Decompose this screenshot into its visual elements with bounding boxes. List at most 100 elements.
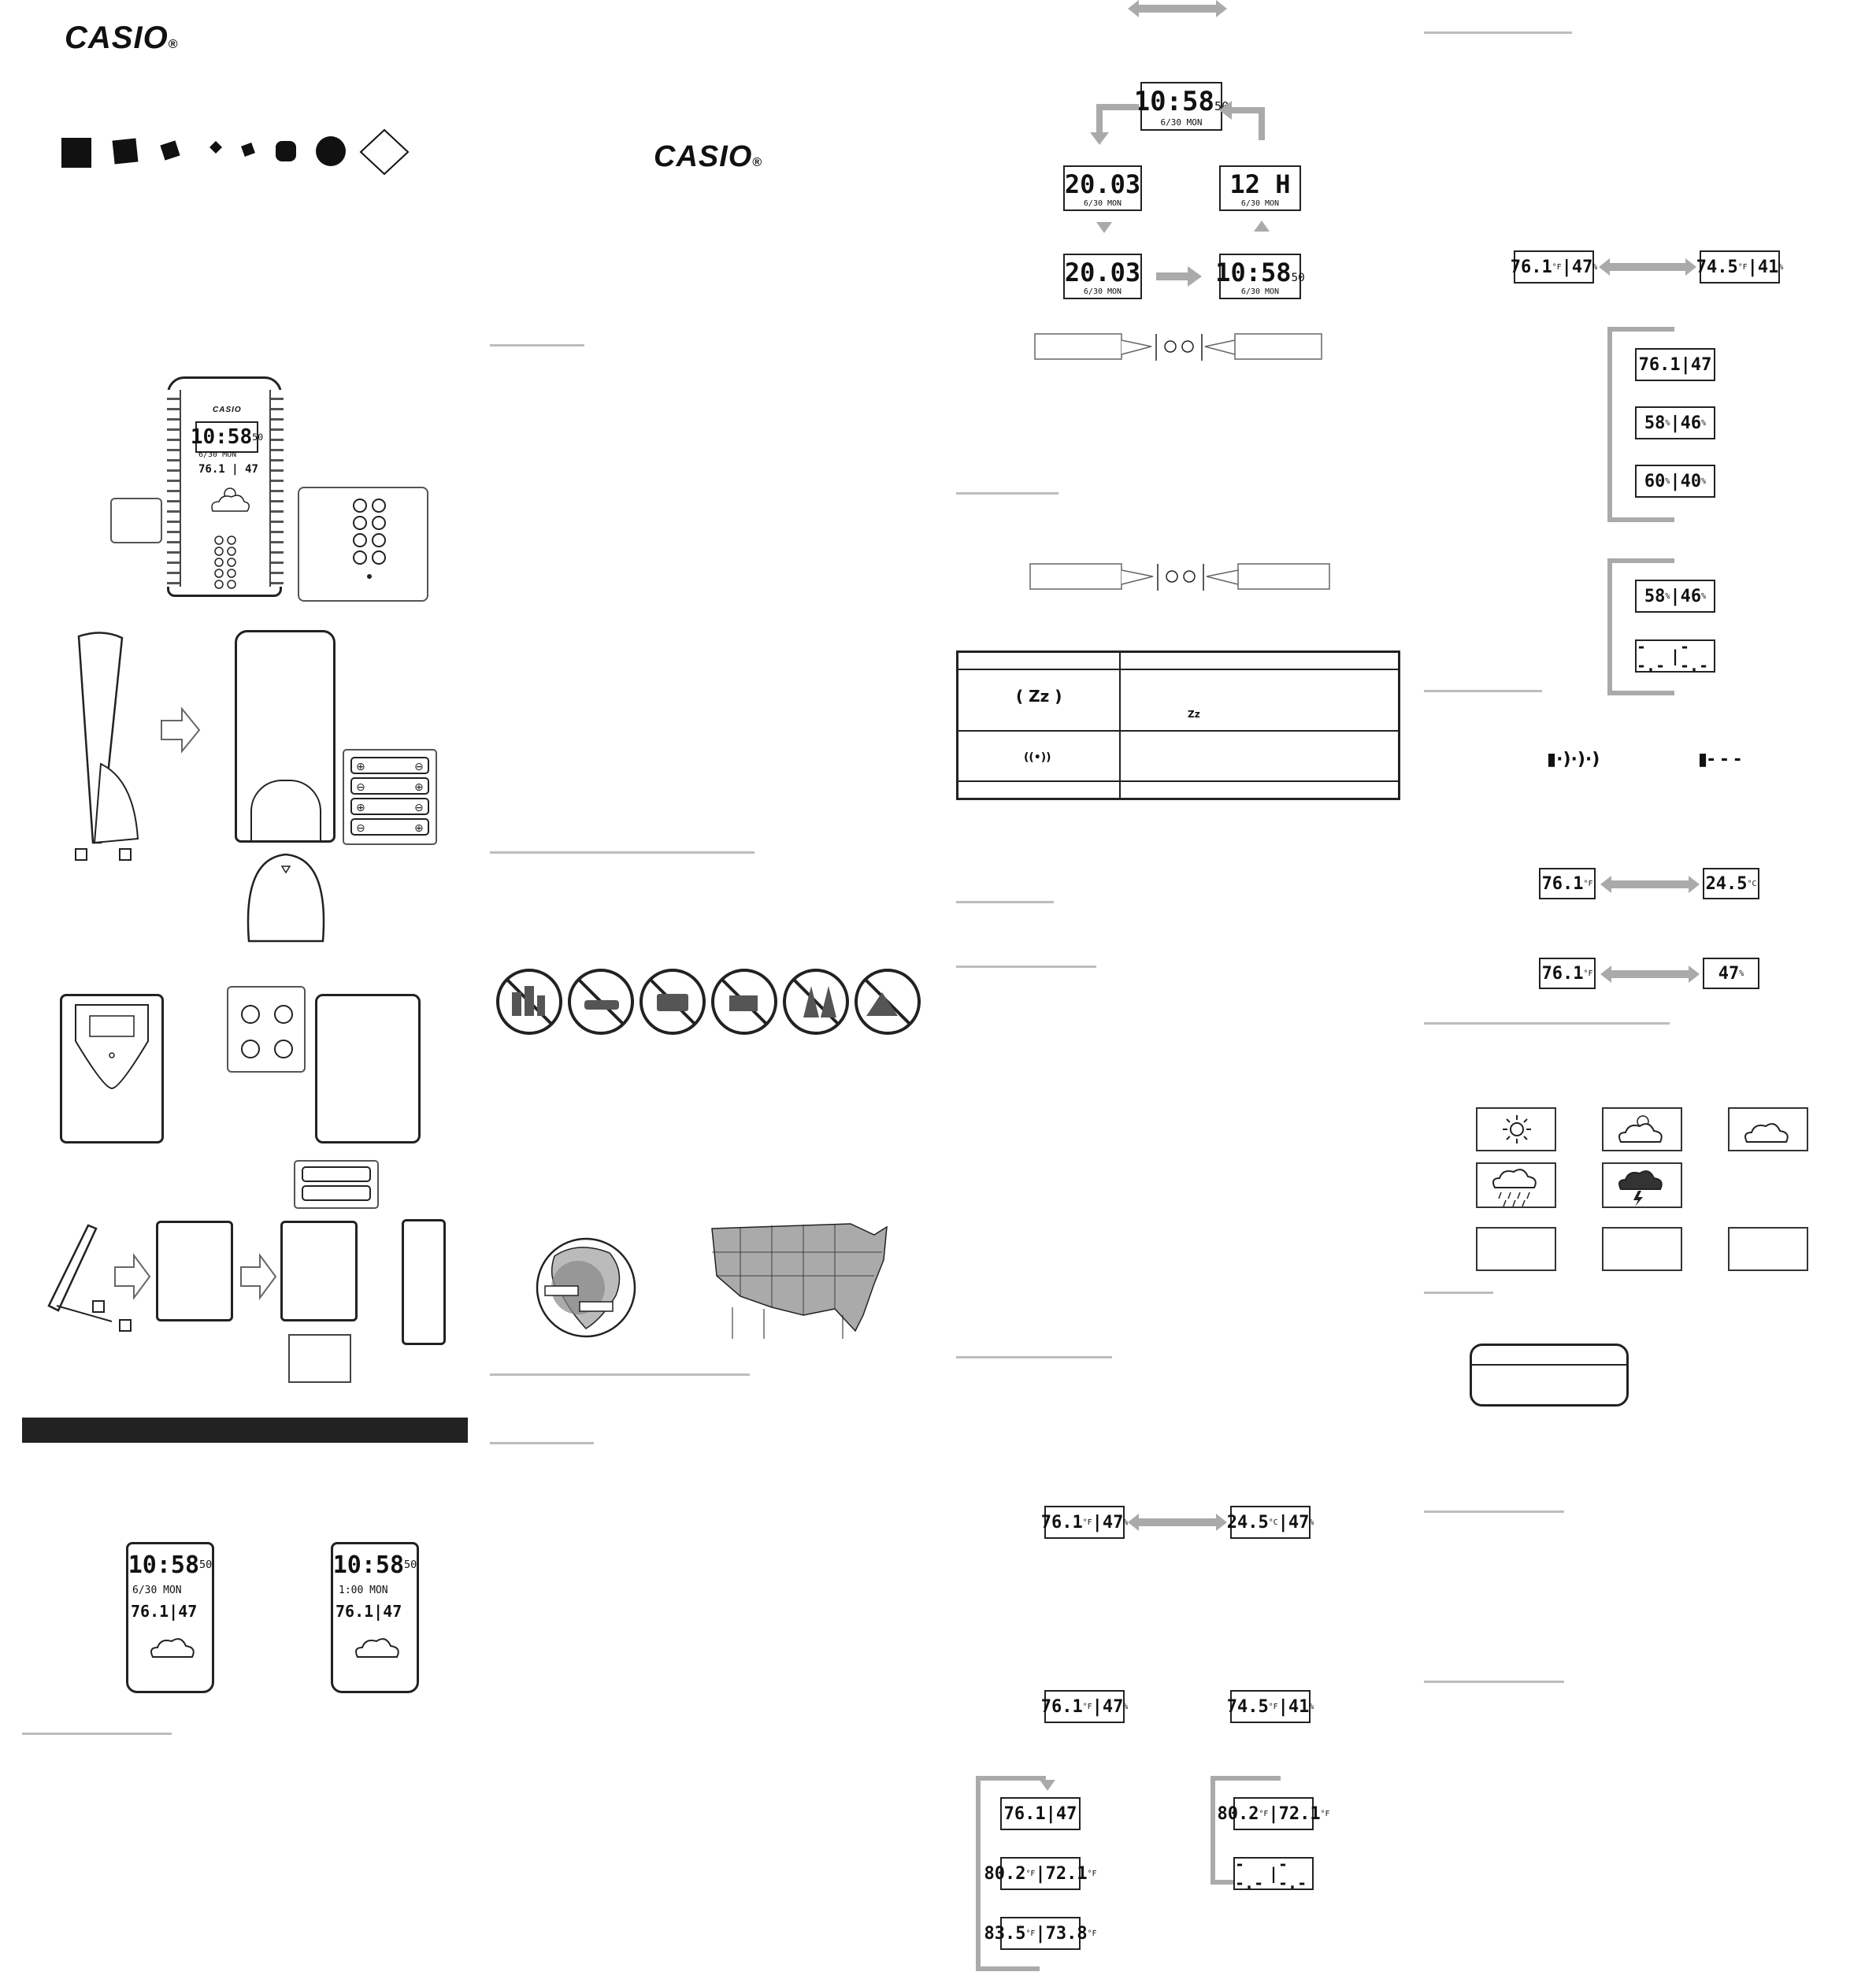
button-callout-2 (1029, 563, 1330, 591)
svg-text:⊖: ⊖ (414, 802, 424, 814)
alarm-table-row-1 (958, 669, 1398, 670)
battery-detail: ⊕⊖ ⊖⊕ ⊕⊖ ⊖⊕ (343, 749, 437, 845)
rule-col2-3 (490, 1373, 750, 1376)
sensor-side-view (47, 1224, 132, 1332)
prohibition-icons (496, 969, 921, 1035)
rule-col4-4 (1424, 1292, 1493, 1294)
forecast-box-2 (1602, 1227, 1682, 1271)
sun-icon (1503, 1115, 1531, 1143)
svg-text:⊕: ⊕ (414, 781, 424, 794)
loop-right-display-1: 80.2°F|72.1°F (1218, 1797, 1330, 1830)
col4-outdoor-display: 74.5°F|41% (1696, 250, 1783, 284)
storm-icon (1618, 1170, 1663, 1206)
diagram-right-alarm: 1:00 MON (339, 1585, 388, 1596)
col3-double-arrow-1 (1128, 1514, 1227, 1531)
col4-temp-f-display-2: 76.1°F (1539, 958, 1596, 989)
svg-text:⊖: ⊖ (414, 761, 424, 773)
unit-button-grid (214, 536, 236, 589)
side-detail-callout (110, 498, 162, 543)
alarm-table (956, 650, 1400, 800)
rule-col3-2 (956, 901, 1054, 903)
rule-col4-5 (1424, 1510, 1564, 1513)
rule-col4-6 (1424, 1681, 1564, 1683)
unit-lcd-date: 6/30 MON (198, 450, 237, 459)
display-diagram-left (126, 1542, 214, 1693)
col4-temp-c-display: 24.5°C (1703, 868, 1759, 899)
svg-text:⊖: ⊖ (356, 822, 365, 835)
humidity-display-1: 76.1|47 (1635, 348, 1715, 381)
col4-double-arrow-2 (1600, 876, 1700, 893)
sensor-back-batteries (280, 1221, 358, 1321)
main-unit-strip-right (269, 390, 284, 587)
col3-indoor-display: 76.1°F|47% (1041, 1506, 1128, 1539)
humidity-display-4: 58%|46% (1635, 580, 1715, 613)
col3-outdoor-display: 74.5°F|41% (1227, 1690, 1314, 1723)
col3-indoor-display-2: 76.1°F|47% (1041, 1690, 1128, 1723)
logo-mark: ® (168, 38, 179, 51)
arrow-right-icon-2 (114, 1252, 151, 1301)
diagram-left-cloud-icon (150, 1638, 195, 1658)
button-callout-1 (1034, 333, 1322, 361)
button-detail-callout (298, 487, 428, 602)
year-setting-display-2: 20.03 6/30 MON (1063, 254, 1142, 299)
alarm-table-divider (1119, 653, 1121, 798)
svg-text:⊖: ⊖ (356, 781, 365, 794)
unit-side-view (75, 632, 139, 861)
rule-col2-4 (490, 1442, 594, 1444)
unit-cloud-icon (211, 487, 250, 512)
flow-arrow-right (1156, 266, 1202, 287)
col4-temp-f-display: 76.1°F (1539, 868, 1596, 899)
rounded-notice-divider (1471, 1364, 1627, 1366)
humidity-display-5: --.-|--.- (1635, 637, 1715, 675)
rule-col3-4 (956, 1356, 1112, 1358)
snooze-alarm-icon: ( Zz ) (1016, 687, 1062, 706)
shape-sequence (61, 128, 410, 176)
unit-logo: CASIO (213, 406, 242, 414)
humidity-display-2: 58%|46% (1635, 406, 1715, 439)
section-title-bar (22, 1418, 468, 1443)
flow-arrow-down (1096, 222, 1112, 233)
loop-left-display-1: 76.1|47 (1000, 1797, 1081, 1830)
forecast-box-3 (1728, 1227, 1808, 1271)
rule-col3-1 (956, 492, 1058, 495)
signal-receiving-icon: ▮·)·)·) (1547, 750, 1600, 769)
sensor-dial-callout (227, 986, 306, 1073)
arrow-right-icon-3 (240, 1252, 277, 1301)
loop-left-display-3: 83.5°F|73.8°F (984, 1917, 1097, 1950)
col4-double-arrow-3 (1600, 966, 1700, 983)
sensor-back (315, 994, 421, 1143)
diagram-right-temp: 76.1|47 (336, 1602, 402, 1621)
arrow-right-icon (161, 706, 201, 754)
casio-logo-center: CASIO® (654, 140, 763, 173)
battery-cover (247, 853, 325, 943)
alarm-table-row-2 (958, 730, 1398, 732)
battery-compartment (250, 780, 321, 843)
diagram-left-date: 6/30 MON (132, 1585, 182, 1596)
signal-none-icon: ▮- - - (1698, 750, 1741, 769)
logo-text: CASIO (65, 20, 169, 55)
diagram-left-temp: 76.1|47 (131, 1602, 198, 1621)
svg-text:⊕: ⊕ (356, 761, 365, 773)
rule-col4-2 (1424, 690, 1542, 692)
loop-right-display-2: --.-|--.- (1233, 1855, 1314, 1892)
col4-double-arrow-1 (1599, 258, 1696, 276)
button-detail-grid (353, 499, 386, 579)
sensor-dials (241, 1005, 293, 1058)
casio-logo-top-left: CASIO® (65, 20, 178, 56)
flow-arrow-up (1254, 221, 1270, 232)
alarm-table-row-3 (958, 780, 1398, 782)
diagram-right-cloud-icon (355, 1638, 399, 1658)
col3-celsius-display: 24.5°C|47% (1227, 1506, 1314, 1539)
time-setting-display: 10:5850 6/30 MON (1134, 82, 1229, 131)
flow-arrows-top (1090, 101, 1265, 145)
time-flashing-display: 10:5850 6/30 MON (1215, 254, 1305, 299)
humidity-loop-1 (1607, 327, 1674, 522)
sensor-mount (402, 1219, 446, 1345)
sensor-front (60, 994, 164, 1143)
rule-col4-1 (1424, 32, 1572, 34)
globe-map (536, 1237, 636, 1338)
rule-col3-3 (956, 966, 1096, 968)
weather-box-sunny (1476, 1107, 1556, 1151)
